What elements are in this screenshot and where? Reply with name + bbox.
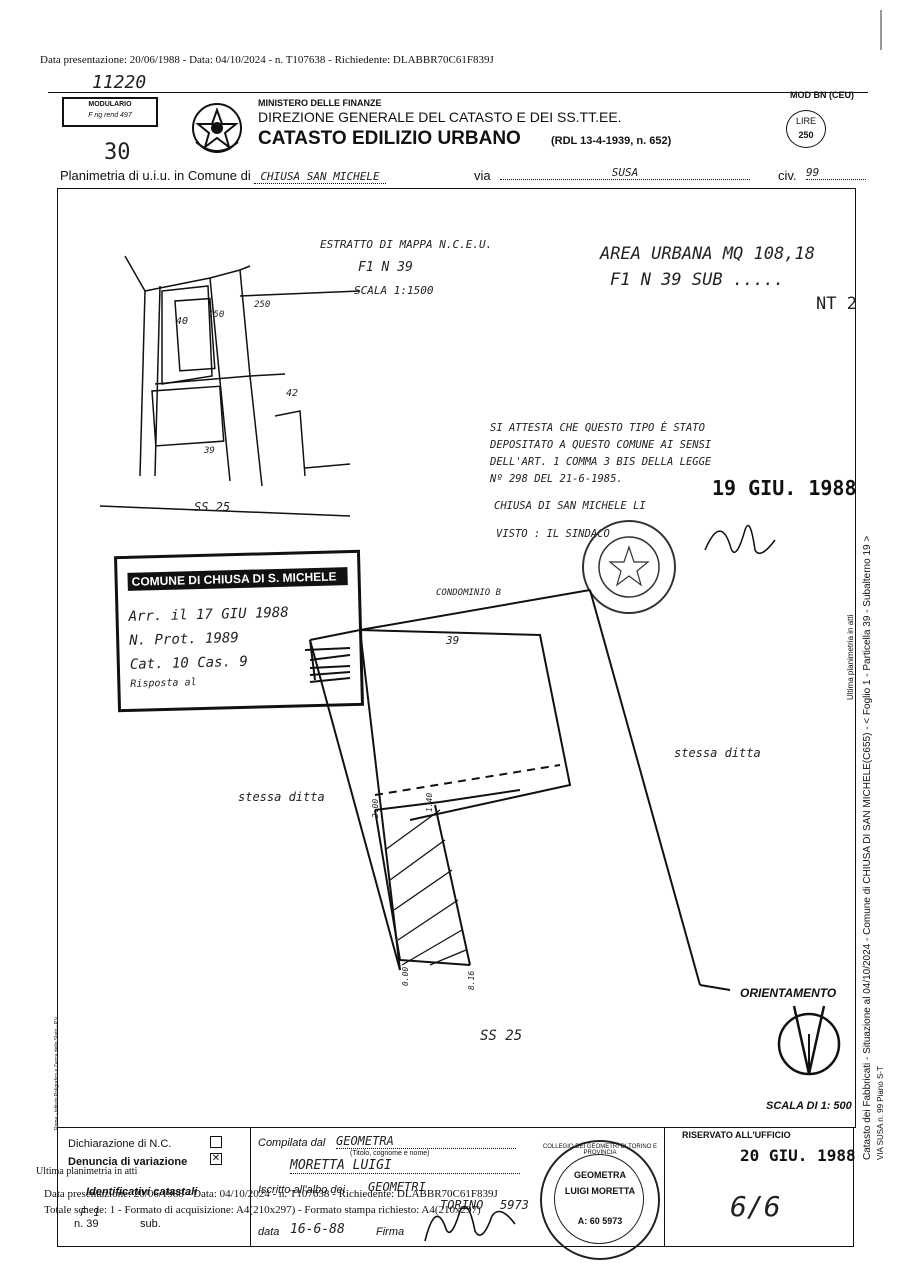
- riservato-label: RISERVATO ALL'UFFICIO: [682, 1130, 791, 1140]
- comune-round-stamp: [582, 520, 676, 614]
- attestation-line3: DELL'ART. 1 COMMA 3 BIS DELLA LEGGE: [490, 456, 712, 468]
- geometra-stamp-name: LUIGI MORETTA: [564, 1186, 636, 1196]
- civ-label: civ.: [778, 168, 797, 183]
- mayor-signature-icon: [700, 510, 780, 570]
- lire-label: LIRE: [795, 116, 816, 126]
- geometra-stamp: COLLEGIO DEI GEOMETRI DI TORINO E PROVIN…: [540, 1140, 660, 1260]
- area-line1: AREA URBANA MQ 108,18: [600, 244, 815, 264]
- presentation-header: Data presentazione: 20/06/1988 - Data: 0…: [40, 54, 494, 66]
- plan-stessa-ditta-left: stessa ditta: [238, 790, 325, 804]
- geometra-stamp-ring-text: COLLEGIO DEI GEOMETRI DI TORINO E PROVIN…: [542, 1144, 658, 1156]
- identificativi-label: Identificativi catastali: [86, 1186, 198, 1198]
- parcel-150: 150: [208, 310, 225, 320]
- area-floor: NT 2: [816, 294, 857, 314]
- law-reference: (RDL 13-4-1939, n. 652): [551, 135, 672, 147]
- page-count: 6/6: [730, 1190, 781, 1223]
- civ-value: 99: [806, 166, 866, 180]
- footer-divider-2: [664, 1127, 665, 1247]
- modulario-box: MODULARIO F rig rend 497: [62, 97, 158, 127]
- form-top-rule: [48, 92, 868, 93]
- attestation-place: CHIUSA DI SAN MICHELE LI: [494, 500, 646, 512]
- ident-foglio: F 1: [80, 1206, 100, 1219]
- side-ultima-text: Ultima planimetria in atti: [846, 614, 855, 700]
- denuncia-checkbox[interactable]: ✕: [210, 1153, 222, 1165]
- attestation-visto: VISTO : IL SINDACO: [496, 528, 610, 540]
- parcel-40: 40: [176, 316, 189, 327]
- data-value: 16-6-88: [290, 1222, 345, 1237]
- printer-note: Roma - Istituto Poligrafico e Zecca dell…: [54, 1015, 60, 1130]
- parcel-39: 39: [204, 446, 215, 456]
- via-value: SUSA: [500, 166, 750, 180]
- planimetria-label: Planimetria di u.i.u. in Comune di: [60, 168, 251, 183]
- ident-numero: n. 39: [74, 1218, 99, 1230]
- page-mark: 11220: [92, 72, 147, 93]
- via-label: via: [474, 168, 491, 183]
- plan-dim-3: 8.16: [467, 970, 477, 991]
- plan-dim-1: 2.00: [371, 798, 381, 819]
- scan-edge-mark: [880, 10, 882, 50]
- estratto-line2: F1 N 39: [358, 260, 413, 275]
- planimetria-line: Planimetria di u.i.u. in Comune di CHIUS…: [60, 168, 386, 184]
- comune-value: CHIUSA SAN MICHELE: [254, 170, 386, 184]
- scala-label: SCALA DI 1: 500: [766, 1100, 852, 1112]
- overlay-schede-line: Totale schede: 1 - Formato di acquisizio…: [44, 1204, 481, 1216]
- republic-emblem-icon: [188, 98, 246, 160]
- attestation-block: SI ATTESTA CHE QUESTO TIPO È STATO DEPOS…: [490, 420, 711, 488]
- cadastral-map-extract: [100, 255, 361, 517]
- plan-condominio: CONDOMINIO B: [436, 588, 502, 598]
- ident-sub: sub.: [140, 1218, 161, 1230]
- side-catasto-text: Catasto dei Fabbricati - Situazione al 0…: [862, 535, 873, 1160]
- estratto-line1: ESTRATTO DI MAPPA N.C.E.U.: [320, 238, 493, 251]
- sheet-number: 30: [104, 140, 131, 165]
- footer-table: [57, 1127, 854, 1247]
- lire-stamp: LIRE 250: [786, 110, 826, 148]
- firma-label: Firma: [376, 1226, 405, 1238]
- modulario-title: MODULARIO: [88, 101, 132, 108]
- estratto-line3: SCALA 1:1500: [354, 284, 434, 297]
- geometra-stamp-num: A: 60 5973: [577, 1216, 623, 1226]
- parcel-250: 250: [254, 300, 271, 310]
- overlay-ultima: Ultima planimetria in atti: [36, 1166, 138, 1177]
- geometra-stamp-top: GEOMETRA: [573, 1170, 626, 1180]
- map-road-label: SS 25: [194, 500, 231, 514]
- denuncia-label: Denuncia di variazione: [68, 1156, 188, 1168]
- iscritto-value: GEOMETRI: [368, 1180, 426, 1194]
- riservato-date: 20 GIU. 1988: [740, 1146, 856, 1165]
- plan-road-label: SS 25: [480, 1028, 523, 1044]
- orientamento-label: ORIENTAMENTO: [740, 986, 837, 1000]
- area-line2: F1 N 39 SUB .....: [610, 270, 784, 290]
- lire-value: 250: [798, 130, 814, 140]
- provincia-value: TORINO: [440, 1198, 484, 1212]
- titolo-hint: (Titolo, cognome e nome): [350, 1150, 430, 1157]
- modulario-sub: F rig rend 497: [88, 112, 132, 119]
- catasto-title: CATASTO EDILIZIO URBANO: [258, 128, 521, 149]
- floor-plan: [304, 589, 731, 991]
- dichiarazione-checkbox[interactable]: [210, 1136, 222, 1148]
- mod-label: MOD BN (CEU): [790, 90, 854, 100]
- plan-stessa-ditta-right: stessa ditta: [674, 746, 761, 760]
- parcel-42: 42: [286, 388, 299, 399]
- iscritto-label: Iscritto all'albo dei: [258, 1184, 346, 1196]
- overlay-date-line: Data presentazione: 20/06/1988 - Data: 0…: [44, 1188, 498, 1200]
- attestation-line2: DEPOSITATO A QUESTO COMUNE AI SENSI: [490, 439, 712, 451]
- surveyor-signature-icon: [420, 1196, 520, 1246]
- dichiarazione-label: Dichiarazione di N.C.: [68, 1138, 172, 1150]
- geometra-stamp-inner-ring: [554, 1154, 644, 1244]
- plan-dim-4: 0.00: [401, 966, 411, 987]
- numero-value: 5973: [500, 1198, 529, 1212]
- compilata-value: GEOMETRA: [336, 1134, 516, 1149]
- attestation-line1: SI ATTESTA CHE QUESTO TIPO È STATO: [490, 422, 705, 434]
- ministry-label: MINISTERO DELLE FINANZE: [258, 98, 382, 108]
- north-arrow-icon: [774, 1004, 844, 1080]
- footer-divider-1: [250, 1127, 251, 1247]
- attestation-date-stamp: 19 GIU. 1988: [712, 476, 857, 500]
- direction-label: DIREZIONE GENERALE DEL CATASTO E DEI SS.…: [258, 109, 622, 125]
- compilata-label: Compilata dal: [258, 1137, 326, 1149]
- plan-lot-number: 39: [446, 634, 460, 647]
- data-label: data: [258, 1226, 280, 1238]
- nome-value: MORETTA LUIGI: [290, 1158, 520, 1174]
- plan-dim-2: 1.40: [425, 792, 435, 813]
- side-address-text: VIA SUSA n. 99 Piano S-T: [876, 1066, 885, 1160]
- attestation-line4: Nº 298 DEL 21-6-1985.: [490, 473, 623, 485]
